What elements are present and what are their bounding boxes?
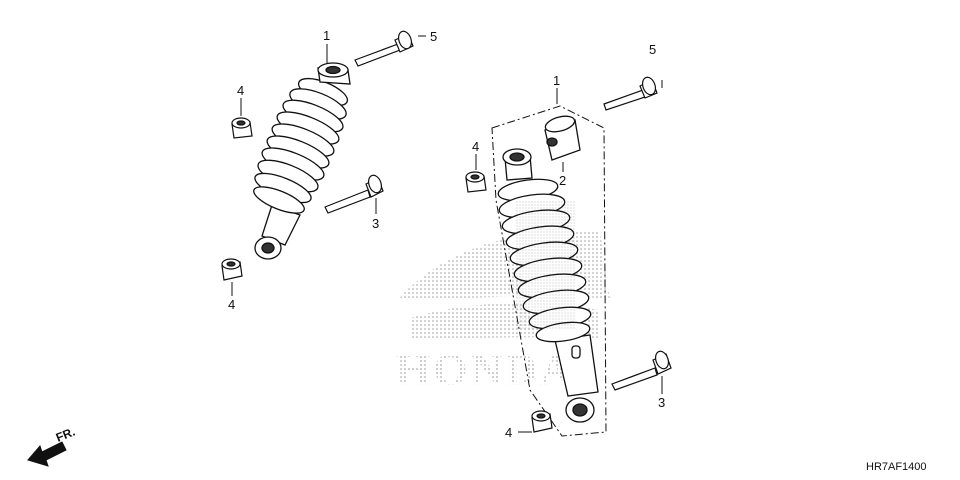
callout-bolt-right-low: 3 (658, 395, 665, 410)
callout-left-shock: 1 (323, 28, 330, 43)
callouts: 1 5 4 4 3 1 5 2 4 3 4 (228, 28, 665, 440)
callout-bolt-left-top: 5 (430, 29, 437, 44)
left-spring (253, 77, 349, 214)
right-shock-absorber (491, 105, 607, 437)
leader-lines (231, 35, 663, 433)
callout-bolt-right-top: 5 (649, 42, 656, 57)
callout-nut-left-lower: 4 (228, 297, 235, 312)
left-shock-absorber (253, 62, 351, 260)
front-arrow-icon (27, 441, 67, 467)
part-code: HR7AF1400 (866, 461, 927, 473)
nut-right-upper (465, 171, 487, 193)
callout-right-shock: 1 (553, 73, 560, 88)
bolt-right-low (611, 350, 672, 391)
nut-right-lower (531, 410, 553, 433)
rubber-bushing (544, 115, 581, 161)
callout-nut-left-upper: 4 (237, 83, 244, 98)
callout-bolt-left-mid: 3 (372, 216, 379, 231)
callout-nut-right-upper: 4 (472, 139, 479, 154)
bolt-right-top (603, 76, 658, 111)
nut-left-upper (231, 117, 253, 139)
front-label: FR. (54, 425, 77, 445)
front-direction-indicator: FR. (27, 425, 77, 467)
nut-left-lower (221, 258, 243, 281)
honda-watermark-text: HONDA (396, 345, 575, 394)
callout-bushing: 2 (559, 173, 566, 188)
bolt-left-top (354, 30, 414, 67)
bolt-left-mid (324, 174, 384, 214)
callout-nut-right-lower: 4 (505, 425, 512, 440)
